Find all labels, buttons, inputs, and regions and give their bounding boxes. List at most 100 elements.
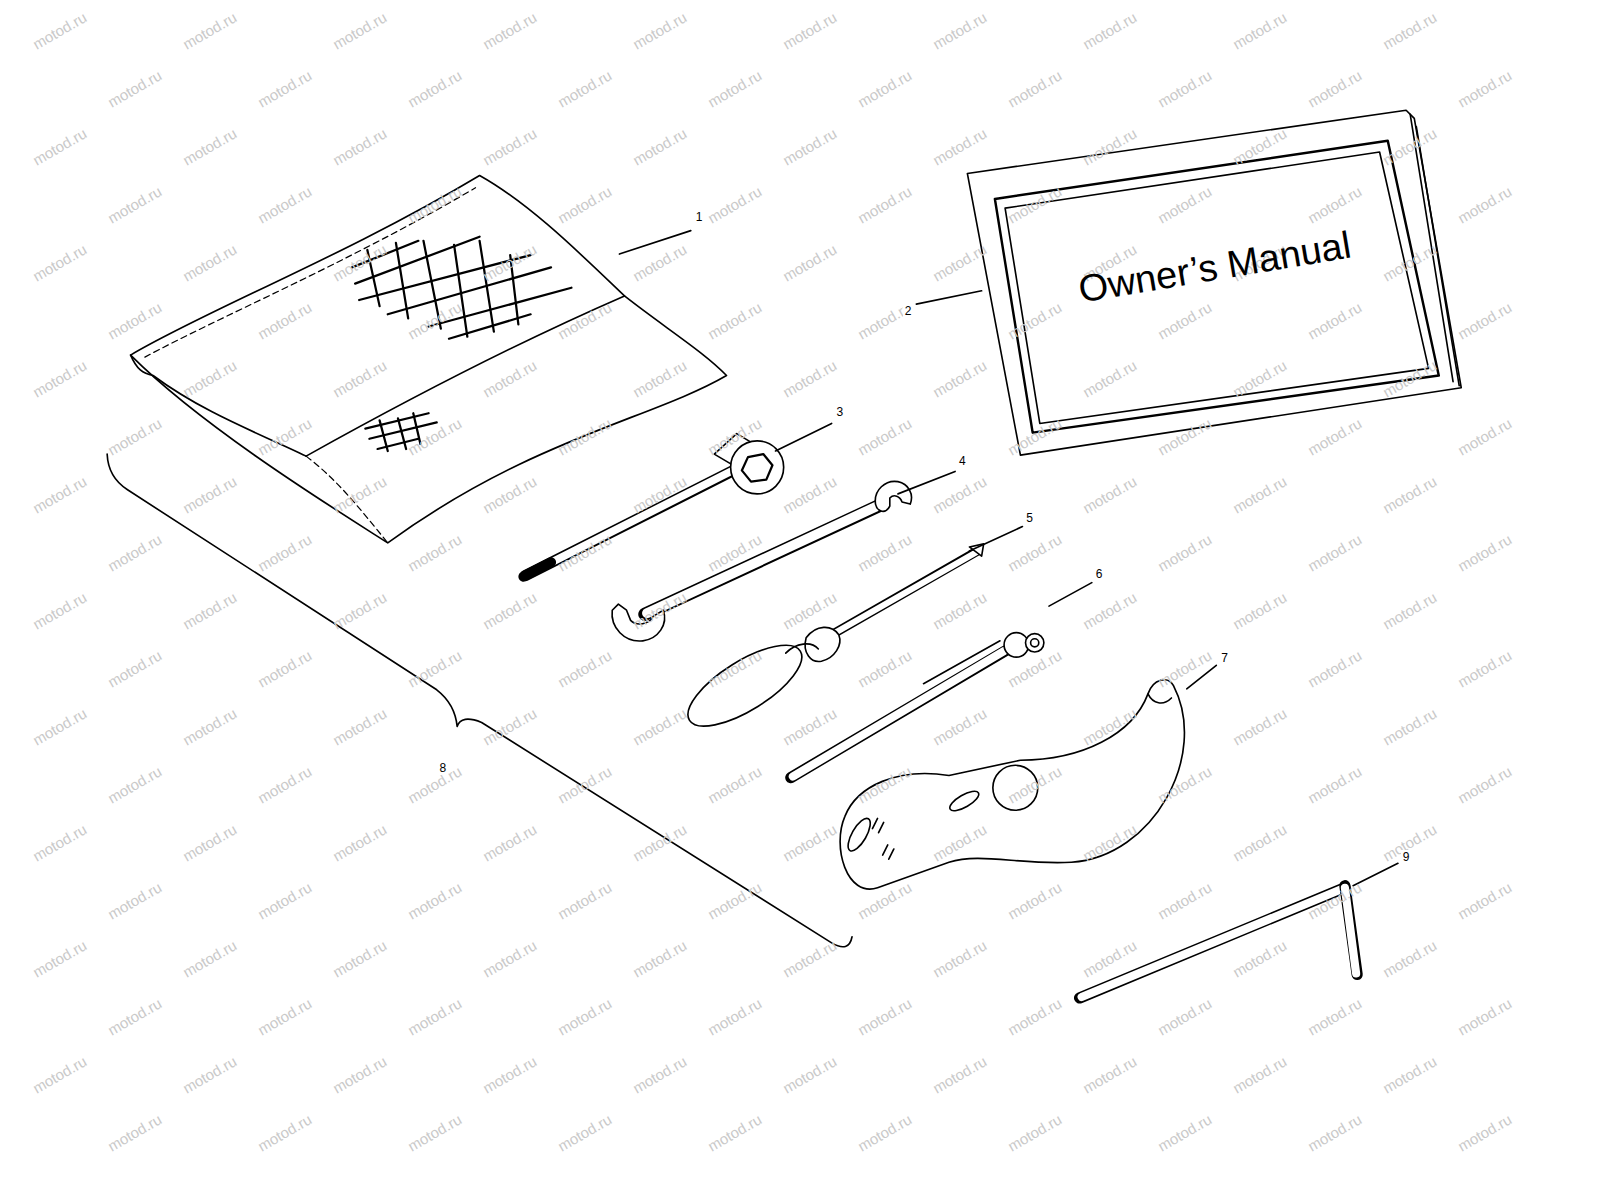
watermark: motod.ru: [180, 588, 240, 632]
watermark: motod.ru: [1005, 182, 1065, 226]
watermark: motod.ru: [630, 472, 690, 516]
watermark: motod.ru: [1455, 1110, 1515, 1154]
watermark: motod.ru: [330, 8, 390, 52]
watermark: motod.ru: [180, 124, 240, 168]
watermark: motod.ru: [1155, 762, 1215, 806]
watermark: motod.ru: [555, 530, 615, 574]
callout-number: 4: [957, 454, 968, 468]
watermark: motod.ru: [630, 820, 690, 864]
watermark: motod.ru: [1005, 762, 1065, 806]
watermark: motod.ru: [405, 182, 465, 226]
watermark: motod.ru: [255, 66, 315, 110]
callout-number: 1: [694, 210, 705, 224]
watermark: motod.ru: [555, 994, 615, 1038]
watermark: motod.ru: [1305, 1110, 1365, 1154]
watermark: motod.ru: [930, 124, 990, 168]
watermark: motod.ru: [405, 994, 465, 1038]
watermark: motod.ru: [1080, 8, 1140, 52]
watermark: motod.ru: [405, 1110, 465, 1154]
watermark: motod.ru: [1005, 646, 1065, 690]
watermark: motod.ru: [1305, 414, 1365, 458]
watermark: motod.ru: [1005, 298, 1065, 342]
watermark: motod.ru: [705, 414, 765, 458]
hex-key: [1080, 886, 1358, 998]
group-bracket: [107, 454, 852, 947]
watermark: motod.ru: [405, 878, 465, 922]
watermark: motod.ru: [330, 820, 390, 864]
watermark: motod.ru: [180, 356, 240, 400]
watermark: motod.ru: [1305, 762, 1365, 806]
watermark: motod.ru: [105, 182, 165, 226]
watermark: motod.ru: [1080, 820, 1140, 864]
watermark: motod.ru: [255, 878, 315, 922]
watermark: motod.ru: [1455, 66, 1515, 110]
watermark: motod.ru: [930, 1052, 990, 1096]
watermark: motod.ru: [1380, 8, 1440, 52]
watermark: motod.ru: [780, 240, 840, 284]
watermark: motod.ru: [480, 1052, 540, 1096]
watermark: motod.ru: [255, 646, 315, 690]
watermark: motod.ru: [1155, 298, 1215, 342]
watermark: motod.ru: [1380, 356, 1440, 400]
watermark: motod.ru: [255, 182, 315, 226]
watermark: motod.ru: [555, 878, 615, 922]
watermark: motod.ru: [1155, 994, 1215, 1038]
watermark: motod.ru: [1155, 414, 1215, 458]
watermark: motod.ru: [330, 472, 390, 516]
watermark: motod.ru: [1455, 878, 1515, 922]
watermark: motod.ru: [1455, 414, 1515, 458]
watermark: motod.ru: [855, 66, 915, 110]
watermark: motod.ru: [630, 936, 690, 980]
watermark: motod.ru: [855, 646, 915, 690]
watermark: motod.ru: [105, 298, 165, 342]
watermark: motod.ru: [30, 240, 90, 284]
watermark: motod.ru: [630, 356, 690, 400]
watermark: motod.ru: [1305, 646, 1365, 690]
watermark: motod.ru: [105, 762, 165, 806]
watermark: motod.ru: [855, 182, 915, 226]
tool-pouch: [131, 176, 727, 543]
watermark: motod.ru: [330, 936, 390, 980]
leader-line: [619, 231, 690, 254]
watermark: motod.ru: [1005, 994, 1065, 1038]
watermark: motod.ru: [1305, 530, 1365, 574]
watermark: motod.ru: [1305, 994, 1365, 1038]
watermark: motod.ru: [1155, 1110, 1215, 1154]
watermark: motod.ru: [555, 414, 615, 458]
watermark: motod.ru: [1305, 878, 1365, 922]
watermark: motod.ru: [405, 762, 465, 806]
watermark: motod.ru: [630, 124, 690, 168]
watermark: motod.ru: [1230, 704, 1290, 748]
watermark: motod.ru: [1155, 646, 1215, 690]
watermark: motod.ru: [255, 1110, 315, 1154]
watermark: motod.ru: [255, 298, 315, 342]
watermark: motod.ru: [1230, 472, 1290, 516]
leader-line: [969, 527, 1022, 551]
watermark: motod.ru: [1230, 820, 1290, 864]
watermark: motod.ru: [1380, 240, 1440, 284]
watermark: motod.ru: [480, 472, 540, 516]
watermark: motod.ru: [180, 936, 240, 980]
watermark: motod.ru: [480, 124, 540, 168]
watermark: motod.ru: [705, 530, 765, 574]
watermark: motod.ru: [180, 1052, 240, 1096]
watermark: motod.ru: [1080, 588, 1140, 632]
watermark: motod.ru: [1455, 182, 1515, 226]
watermark: motod.ru: [705, 66, 765, 110]
watermark: motod.ru: [705, 298, 765, 342]
watermark: motod.ru: [1380, 936, 1440, 980]
watermark: motod.ru: [105, 66, 165, 110]
watermark: motod.ru: [1380, 588, 1440, 632]
watermark: motod.ru: [30, 472, 90, 516]
watermark: motod.ru: [930, 820, 990, 864]
watermark: motod.ru: [630, 1052, 690, 1096]
watermark: motod.ru: [405, 530, 465, 574]
watermark: motod.ru: [705, 994, 765, 1038]
watermark: motod.ru: [30, 1052, 90, 1096]
watermark: motod.ru: [105, 646, 165, 690]
watermark: motod.ru: [855, 994, 915, 1038]
leader-line: [1353, 863, 1398, 885]
watermark: motod.ru: [780, 472, 840, 516]
